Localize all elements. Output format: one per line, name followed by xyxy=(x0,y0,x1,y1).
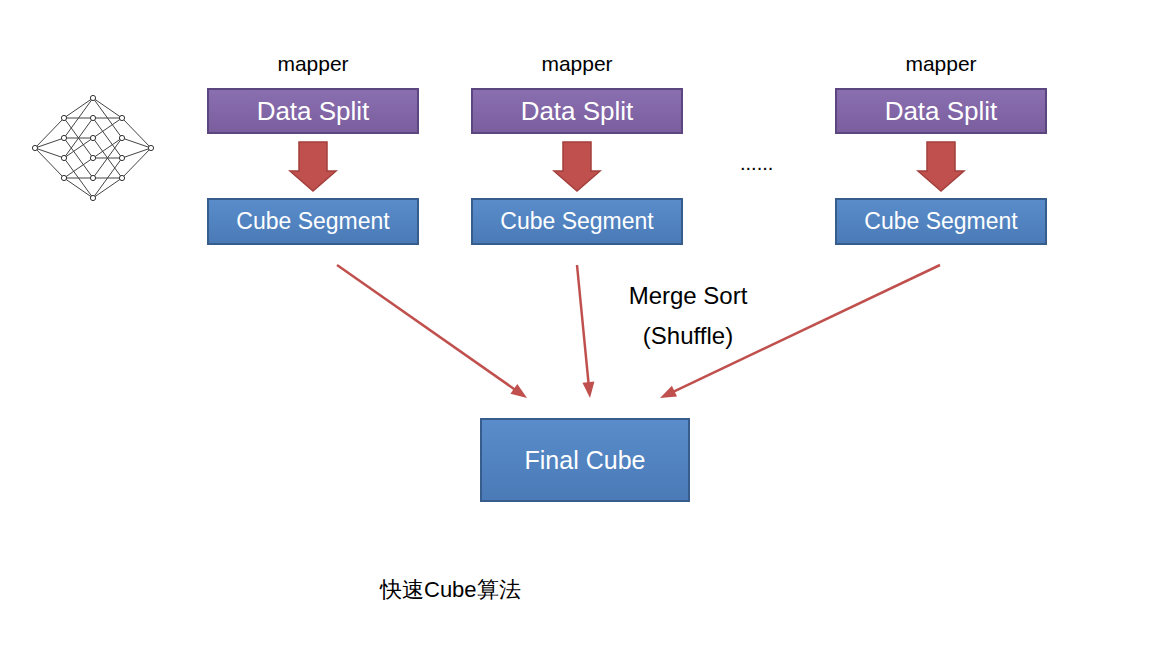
edge-label: Merge Sort (Shuffle) xyxy=(608,276,768,356)
lattice-dot xyxy=(90,155,95,160)
lattice-dot xyxy=(90,95,95,100)
data-split-box: mapperData Split xyxy=(835,88,1047,134)
box-label: Cube Segment xyxy=(864,208,1017,235)
lattice-line xyxy=(93,118,122,119)
lattice-dot xyxy=(61,115,66,120)
lattice-line xyxy=(64,138,93,178)
lattice-line xyxy=(122,118,151,148)
arrow-head xyxy=(510,384,527,398)
lattice-dot xyxy=(119,155,124,160)
mapper-heading: mapper xyxy=(473,52,681,76)
lattice-dot xyxy=(119,135,124,140)
lattice-dot xyxy=(119,115,124,120)
lattice-dot xyxy=(90,135,95,140)
lattice-dot xyxy=(148,145,153,150)
box-label: Data Split xyxy=(257,96,370,127)
lattice-line xyxy=(93,118,122,158)
lattice-line xyxy=(64,118,93,158)
lattice-line xyxy=(93,138,122,178)
block-arrow xyxy=(918,142,964,191)
lattice-dot xyxy=(90,115,95,120)
lattice-dot xyxy=(61,135,66,140)
box-label: Cube Segment xyxy=(236,208,389,235)
mapper-heading: mapper xyxy=(209,52,417,76)
lattice-line xyxy=(93,138,122,178)
lattice-dot xyxy=(61,175,66,180)
final-cube-box: Final Cube xyxy=(480,418,690,502)
lattice-dot xyxy=(90,195,95,200)
arrow-head xyxy=(582,381,594,398)
lattice-line xyxy=(93,178,122,198)
lattice-dot xyxy=(90,175,95,180)
lattice-line xyxy=(93,158,122,198)
data-split-box: mapperData Split xyxy=(207,88,419,134)
lattice-dot xyxy=(119,175,124,180)
lattice-line xyxy=(64,158,93,198)
lattice-line xyxy=(64,158,93,178)
block-arrow xyxy=(554,142,600,191)
cube-segment-box: Cube Segment xyxy=(207,198,419,245)
lattice-line xyxy=(64,138,93,158)
box-label: Data Split xyxy=(521,96,634,127)
cube-segment-box: Cube Segment xyxy=(471,198,683,245)
arrow-line xyxy=(337,265,517,391)
lattice-line xyxy=(35,148,64,178)
flow-arrow xyxy=(577,265,594,398)
box-label: Cube Segment xyxy=(500,208,653,235)
box-label: Data Split xyxy=(885,96,998,127)
lattice-line xyxy=(93,118,122,138)
lattice-line xyxy=(122,148,151,178)
lattice-line xyxy=(122,138,151,148)
data-split-box: mapperData Split xyxy=(471,88,683,134)
block-arrow xyxy=(290,142,336,191)
lattice-line xyxy=(64,178,93,198)
lattice-line xyxy=(64,98,93,118)
lattice-line xyxy=(64,98,93,138)
arrow-line xyxy=(577,265,589,385)
ellipsis-label: ...... xyxy=(740,152,773,175)
lattice-line xyxy=(93,98,122,138)
mapper-heading: mapper xyxy=(837,52,1045,76)
lattice-line xyxy=(35,138,64,148)
lattice-dot xyxy=(61,155,66,160)
arrow-head xyxy=(660,386,677,398)
lattice-dot xyxy=(32,145,37,150)
cube-segment-box: Cube Segment xyxy=(835,198,1047,245)
caption: 快速Cube算法 xyxy=(380,575,521,605)
flow-arrow xyxy=(337,265,527,398)
lattice-line xyxy=(93,98,122,118)
lattice-line xyxy=(93,138,122,158)
lattice-line xyxy=(64,178,93,179)
box-label: Final Cube xyxy=(525,446,646,475)
lattice-line xyxy=(35,118,64,148)
lattice-line xyxy=(64,118,93,158)
